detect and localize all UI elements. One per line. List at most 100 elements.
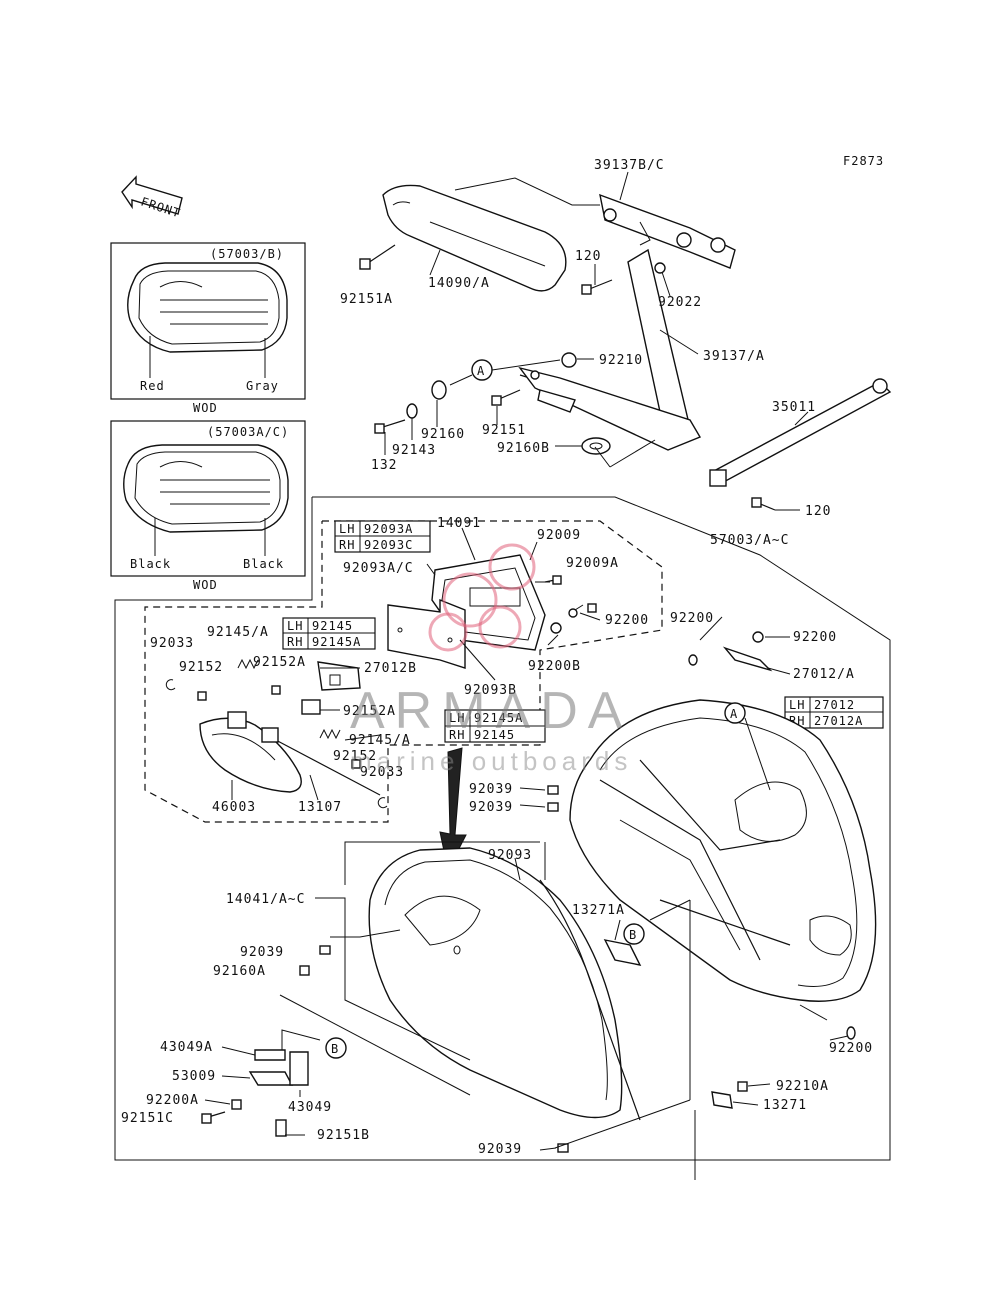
lid-subassembly-dashed — [144, 520, 663, 823]
label-92152-top: 92152 — [179, 660, 223, 675]
label-92152-mid: 92152 — [333, 749, 377, 764]
bracket-39137bc — [599, 193, 736, 269]
table-27012-r1-part: 27012 — [814, 698, 855, 712]
inset-top-right-color: Gray — [246, 379, 279, 393]
table-92145a-r1-part: 92145A — [474, 711, 523, 725]
fasteners-upper — [359, 244, 776, 511]
label-92033-mid: 92033 — [360, 765, 404, 780]
table-92145-r1-part: 92145 — [312, 619, 353, 633]
label-92093: 92093 — [488, 848, 532, 863]
label-92160a: 92160A — [213, 964, 266, 979]
watermark: ARMADA marine outboards — [350, 543, 632, 776]
label-92151: 92151 — [482, 423, 526, 438]
figure-code: F2873 — [843, 154, 884, 168]
table-27012-r2-part: 27012A — [814, 714, 863, 728]
mount-bracket-14090 — [382, 184, 567, 292]
hinge-pin-13107 — [227, 699, 381, 796]
label-92093ac: 92093A/C — [343, 561, 414, 576]
label-92151a: 92151A — [340, 292, 393, 307]
label-46003: 46003 — [212, 800, 256, 815]
label-92210: 92210 — [599, 353, 643, 368]
label-92151b: 92151B — [317, 1128, 370, 1143]
label-92210a: 92210A — [776, 1079, 829, 1094]
table-92145a: LH 92145A RH 92145 — [444, 709, 546, 743]
label-39137a: 39137/A — [703, 349, 765, 364]
inset-bottom-left-color: Black — [130, 557, 171, 571]
label-14091: 14091 — [437, 516, 481, 531]
saddlebag-shell-57003 — [569, 699, 877, 1002]
frame-tube-39137a — [518, 248, 702, 451]
label-43049: 43049 — [288, 1100, 332, 1115]
label-92152a-top: 92152A — [253, 655, 306, 670]
callout-b-lower — [325, 1037, 347, 1059]
table-92145a-r2-part: 92145 — [474, 728, 515, 742]
label-92200b: 92200B — [528, 659, 581, 674]
label-27012b: 27012B — [364, 661, 417, 676]
table-92145: LH 92145 RH 92145A — [282, 617, 376, 650]
label-92151c: 92151C — [121, 1111, 174, 1126]
label-92152a-mid: 92152A — [343, 704, 396, 719]
label-92200-bottom: 92200 — [829, 1041, 873, 1056]
bracket-27012a — [722, 646, 773, 672]
label-13271: 13271 — [763, 1098, 807, 1113]
label-14041: 14041/A~C — [226, 892, 305, 907]
label-57003ac: 57003/A~C — [710, 533, 789, 548]
inset-bottom-note: WOD — [193, 578, 218, 592]
table-92093-r1-part: 92093A — [364, 522, 413, 536]
bracket-stack-43049 — [201, 1049, 309, 1137]
table-92145-r1-side: LH — [287, 619, 303, 633]
label-92009a: 92009A — [566, 556, 619, 571]
table-92093: LH 92093A RH 92093C — [334, 520, 431, 553]
label-92160: 92160 — [421, 427, 465, 442]
label-14090a: 14090/A — [428, 276, 490, 291]
label-92033-top: 92033 — [150, 636, 194, 651]
inset-top-note: WOD — [193, 401, 218, 415]
hinge-27012b — [317, 661, 361, 691]
inset-top-left-color: Red — [140, 379, 165, 393]
label-92009: 92009 — [537, 528, 581, 543]
saddlebag-cover-14041 — [368, 847, 641, 1121]
plate-92093ac — [387, 598, 466, 669]
label-120-upper: 120 — [575, 249, 601, 264]
table-27012: LH 27012 RH 27012A — [784, 696, 884, 729]
label-92143: 92143 — [392, 443, 436, 458]
label-92093b: 92093B — [464, 683, 517, 698]
label-13107: 13107 — [298, 800, 342, 815]
table-92093-r2-part: 92093C — [364, 538, 413, 552]
label-92039-d: 92039 — [478, 1142, 522, 1157]
label-92200a: 92200A — [146, 1093, 199, 1108]
callout-b-lower-label: B — [331, 1042, 339, 1056]
table-27012-r1-side: LH — [789, 698, 805, 712]
label-35011: 35011 — [772, 400, 816, 415]
label-13271a: 13271A — [572, 903, 625, 918]
label-92200-top: 92200 — [670, 611, 714, 626]
color-inset-bottom: (57003A/C) Black Black WOD — [110, 420, 306, 592]
watermark-subtitle: marine outboards — [350, 746, 632, 776]
lid-46003 — [199, 717, 302, 793]
bracket-13271a — [603, 939, 642, 966]
table-92093-r2-side: RH — [339, 538, 355, 552]
label-92200-right: 92200 — [793, 630, 837, 645]
inset-bottom-right-color: Black — [243, 557, 284, 571]
table-92093-r1-side: LH — [339, 522, 355, 536]
label-92200-lid: 92200 — [605, 613, 649, 628]
bolts-main — [299, 631, 856, 1153]
watermark-logo-icon — [428, 543, 536, 652]
label-92039-c: 92039 — [240, 945, 284, 960]
callout-a-lower — [724, 702, 746, 724]
table-92145a-r1-side: LH — [449, 711, 465, 725]
label-92160b: 92160B — [497, 441, 550, 456]
label-92145a-top: 92145/A — [207, 625, 269, 640]
label-120-lower: 120 — [805, 504, 831, 519]
label-53009: 53009 — [172, 1069, 216, 1084]
label-27012a: 27012/A — [793, 667, 855, 682]
rod-35011 — [709, 378, 892, 487]
label-132: 132 — [371, 458, 397, 473]
label-92022: 92022 — [658, 295, 702, 310]
label-92145a-mid: 92145/A — [349, 733, 411, 748]
front-arrow-icon: FRONT — [121, 175, 183, 221]
inset-top-part: (57003/B) — [210, 247, 284, 261]
label-92039-b: 92039 — [469, 800, 513, 815]
watermark-title: ARMADA — [350, 682, 632, 740]
